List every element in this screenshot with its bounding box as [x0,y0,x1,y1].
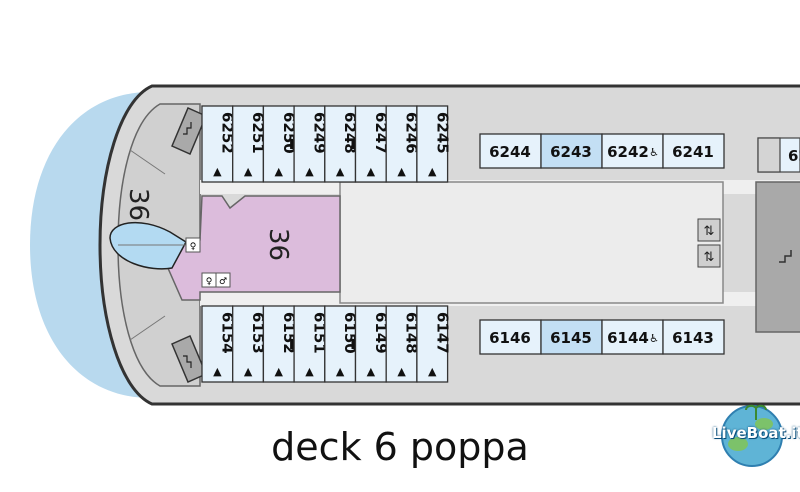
balcony-marker-icon: ▲ [336,165,345,178]
deck-title: deck 6 poppa [271,425,529,469]
balcony-marker-icon: ▲ [305,165,314,178]
cabin-number: 6246 [403,112,421,154]
stairwell-block [755,181,800,333]
cabin-number: 6153 [249,312,267,354]
balcony-marker-icon: ▲ [428,165,437,178]
cabin-number: 6247 [372,112,390,154]
balcony-marker-icon: ▲ [305,365,314,378]
balcony-marker-icon: ▲ [244,365,253,378]
cabin-number: 6252 [218,112,236,154]
cabin-6245[interactable]: 6245 ▲ [416,105,451,183]
partial-cabin: 62 [757,137,800,173]
balcony-marker-icon: ▲ [244,165,253,178]
cabin-6252[interactable]: 6252 ▲ [201,105,236,183]
cabin-6148[interactable]: 6148 ▲ [385,305,421,383]
cabin-6154[interactable]: 6154 ▲ [201,305,236,383]
cabin-6150[interactable]: 6150▲ [324,305,360,383]
cabin-6152[interactable]: 6152▲ [262,305,299,383]
cabin-number: 6241 [672,143,714,161]
cabin-number: 6154 [218,312,236,354]
cabin-6243[interactable]: 6243 [540,133,603,169]
cabin-number: 6251 [249,112,267,154]
cabin-number: 6145 [550,329,592,347]
balcony-marker-icon: ▲ [275,165,284,178]
cabin-6242[interactable]: 6242♿ [601,133,664,169]
lower-vertical-cabins: 6154▲6153▲6152▲6151▲6150▲6149▲6148▲6147▲ [201,305,451,383]
cabin-number: 6144 [607,329,649,347]
cabin-6153[interactable]: 6153 ▲ [232,305,267,383]
cabin-6247[interactable]: 6247 ▲ [354,105,390,183]
svg-text:⇅: ⇅ [704,250,715,265]
central-core [339,181,724,304]
balcony-marker-icon: ▲ [213,365,222,378]
svg-text:⇅: ⇅ [704,224,715,239]
svg-text:♀: ♀ [206,277,213,287]
cabin-6144[interactable]: 6144♿ [601,319,664,355]
cabin-number: 6242 [607,143,649,161]
balcony-marker-icon: ▲ [275,365,284,378]
partial-cabin-label: 62 [788,147,800,165]
liveboat-logo: LiveBoat.it [712,400,800,472]
cabin-number: 6143 [672,329,714,347]
cabin-6147[interactable]: 6147 ▲ [416,305,451,383]
cabin-number: 6245 [433,112,451,154]
stair-mark [779,250,792,263]
cabin-number: 6146 [489,329,531,347]
aft-area-label: 36 [123,188,153,221]
balcony-marker-icon: ▲ [336,365,345,378]
restroom-icon: ♀ ♀ ♂ [185,237,231,288]
cabin-6246[interactable]: 6246 ▲ [385,105,421,183]
accessible-icon: ♿ [649,332,659,345]
cabin-6145[interactable]: 6145 [540,319,603,355]
cabin-number: 6249 [310,112,328,154]
upper-horizontal-cabins: 6244 6243 6242♿ 6241 [479,133,725,169]
balcony-marker-icon: ▲ [367,365,376,378]
cabin-number: 6243 [550,143,592,161]
cabin-number: 6151 [310,312,328,354]
upper-vertical-cabins: 6252▲6251▲6250▲6249▲6248▲6247▲6246▲6245▲ [201,105,451,183]
balcony-marker-icon: ▲ [428,365,437,378]
cabin-6250[interactable]: 6250▲ [262,105,299,183]
svg-text:♀: ♀ [190,242,197,252]
lower-horizontal-cabins: 6146 6145 6144♿ 6143 [479,319,725,355]
cabin-6244[interactable]: 6244 [479,133,542,169]
cabin-6149[interactable]: 6149 ▲ [354,305,390,383]
cabin-number: 6244 [489,143,531,161]
lift-icon-upper: ⇅ [697,218,721,242]
lounge-area-label: 36 [263,228,293,261]
balcony-marker-icon: ▲ [213,165,222,178]
pool [109,221,187,270]
balcony-marker-icon: ▲ [397,165,406,178]
cabin-6143[interactable]: 6143 [662,319,725,355]
cabin-6248[interactable]: 6248▲ [324,105,360,183]
cabin-6151[interactable]: 6151 ▲ [293,305,328,383]
balcony-marker-icon: ▲ [397,365,406,378]
liveboat-logo-text: LiveBoat.it [712,424,800,442]
cabin-number: 6147 [433,312,451,354]
cabin-6241[interactable]: 6241 [662,133,725,169]
accessible-icon: ♿ [649,146,659,159]
svg-text:♂: ♂ [219,277,227,287]
cabin-6146[interactable]: 6146 [479,319,542,355]
cabin-6251[interactable]: 6251 ▲ [232,105,267,183]
cabin-number: 6148 [403,312,421,354]
balcony-marker-icon: ▲ [367,165,376,178]
cabin-number: 6149 [372,312,390,354]
lift-icon-lower: ⇅ [697,244,721,268]
cabin-6249[interactable]: 6249 ▲ [293,105,328,183]
